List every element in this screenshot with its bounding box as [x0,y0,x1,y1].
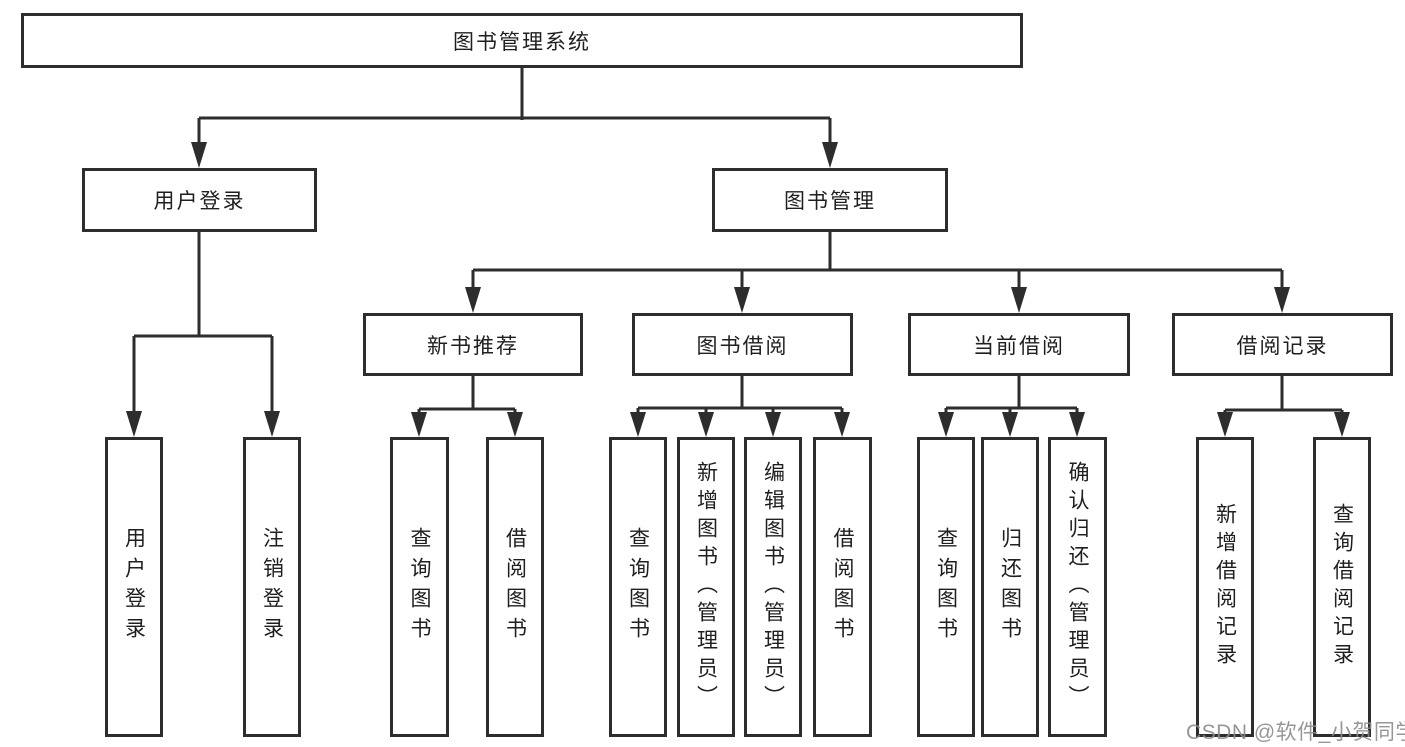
arrow-down-icon [630,412,646,437]
node-root-system: 图书管理系统 [21,13,1023,68]
arrow-down-icon [765,412,781,437]
arrow-down-icon [507,412,523,437]
arrow-down-icon [734,287,750,313]
arrow-down-icon [1217,412,1233,437]
arrow-down-icon [834,412,850,437]
node-label: 查询图书 [626,527,650,647]
node-leaf-return-books: 归还图书 [981,437,1039,737]
arrow-down-icon [698,412,714,437]
arrow-down-icon [1002,412,1018,437]
arrow-down-icon [1069,412,1085,437]
arrow-down-icon [822,142,838,168]
arrow-down-icon [1274,287,1290,313]
node-label: 新书推荐 [427,334,519,358]
node-module-new-books: 新书推荐 [363,313,583,376]
node-leaf-query-books-1: 查询图书 [390,437,449,737]
node-branch-user-login: 用户登录 [82,168,317,232]
node-label: 编辑图书（管理员） [761,461,785,713]
node-label: 图书借阅 [696,334,789,358]
node-leaf-edit-books-admin: 编辑图书（管理员） [744,437,802,737]
node-label: 借阅记录 [1236,334,1329,358]
node-label: 图书管理系统 [453,30,591,54]
arrow-down-icon [1011,287,1027,313]
node-label: 确认归还（管理员） [1066,461,1089,713]
node-label: 新增借阅记录 [1213,503,1237,671]
node-label: 查询图书 [934,527,958,647]
node-label: 当前借阅 [973,334,1065,358]
arrow-down-icon [264,411,280,437]
node-leaf-borrow-books-1: 借阅图书 [486,437,544,737]
node-label: 借阅图书 [831,527,854,647]
node-label: 新增图书（管理员） [694,461,718,713]
csdn-watermark: CSDN @软件_小贺同学 [1186,721,1405,744]
node-leaf-user-login: 用户登录 [105,437,163,737]
node-leaf-query-books-3: 查询图书 [917,437,975,737]
node-label: 查询借阅记录 [1330,503,1354,671]
arrow-down-icon [411,412,427,437]
arrow-down-icon [191,142,207,168]
node-leaf-query-borrow-record: 查询借阅记录 [1313,437,1371,737]
arrow-down-icon [126,411,142,437]
node-label: 图书管理 [784,190,876,213]
node-label: 查询图书 [408,527,431,647]
node-leaf-borrow-books-2: 借阅图书 [813,437,872,737]
node-module-current-borrow: 当前借阅 [908,313,1130,376]
node-leaf-logout: 注销登录 [243,437,301,737]
node-label: 注销登录 [260,527,284,647]
arrow-down-icon [465,287,481,313]
node-label: 归还图书 [998,527,1022,647]
node-leaf-add-books-admin: 新增图书（管理员） [677,437,735,737]
arrow-down-icon [1334,412,1350,437]
node-module-borrow-records: 借阅记录 [1172,313,1393,376]
node-label: 用户登录 [122,527,146,647]
node-label: 用户登录 [153,190,246,213]
node-leaf-query-books-2: 查询图书 [609,437,667,737]
node-branch-book-management: 图书管理 [712,168,948,232]
node-module-book-borrow: 图书借阅 [632,313,853,376]
node-leaf-add-borrow-record: 新增借阅记录 [1196,437,1254,737]
arrow-down-icon [938,412,954,437]
node-label: 借阅图书 [503,527,527,647]
node-leaf-confirm-return-admin: 确认归还（管理员） [1048,437,1107,737]
